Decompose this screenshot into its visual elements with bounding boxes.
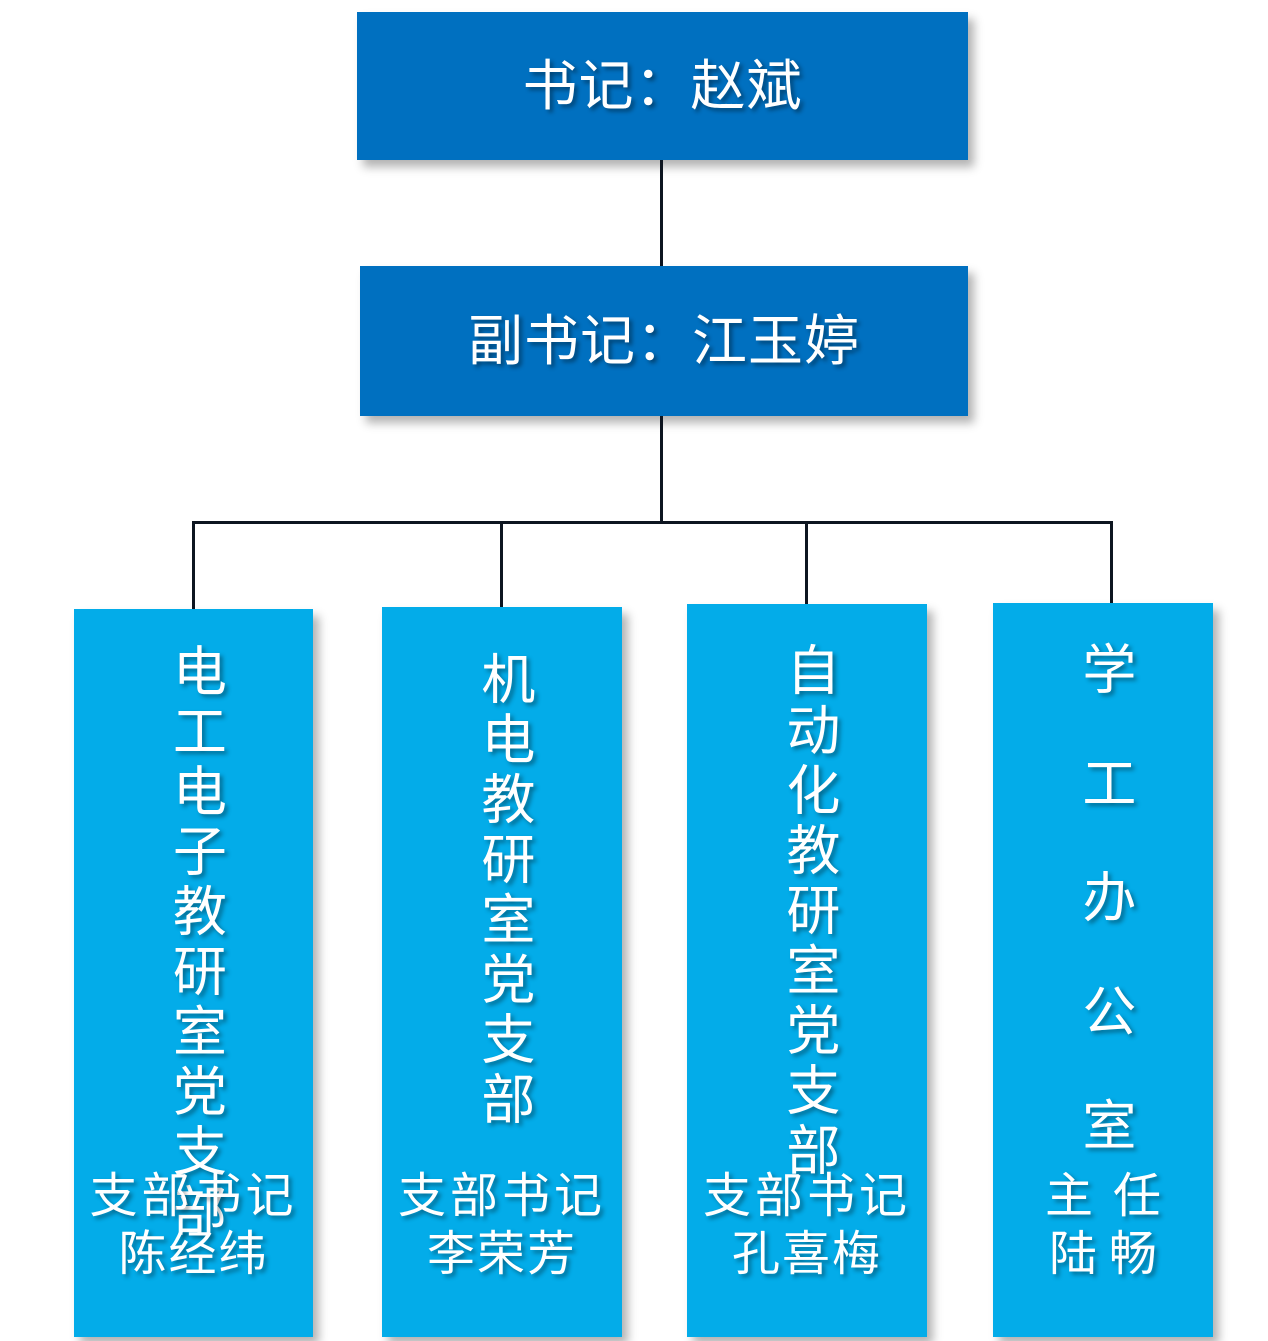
node-secretary[interactable]: 书记：赵斌 bbox=[357, 12, 968, 160]
connector-secretary-to-deputy bbox=[660, 160, 663, 267]
dept-electrical-footer-role: 支部书记 bbox=[89, 1169, 298, 1223]
dept-automation-footer-name: 孔喜梅 bbox=[731, 1228, 882, 1282]
dept-mechatronics-footer-name: 李荣芳 bbox=[426, 1228, 577, 1282]
dept-student-affairs-footer: 主任 陆畅 bbox=[993, 1168, 1213, 1285]
dept-student-affairs-footer-role: 主任 bbox=[1044, 1169, 1181, 1223]
dept-mechatronics-footer: 支部书记 李荣芳 bbox=[382, 1168, 622, 1285]
connector-drop-dept-4 bbox=[1110, 521, 1113, 604]
node-dept-automation[interactable]: 自动化教研室党支部 支部书记 孔喜梅 bbox=[687, 604, 927, 1337]
node-deputy-secretary-label: 副书记：江玉婷 bbox=[467, 309, 860, 372]
connector-drop-dept-3 bbox=[805, 521, 808, 604]
dept-electrical-footer: 支部书记 陈经纬 bbox=[74, 1168, 313, 1285]
node-deputy-secretary[interactable]: 副书记：江玉婷 bbox=[360, 266, 968, 416]
dept-mechatronics-vertical-label: 机电教研室党支部 bbox=[472, 651, 533, 1131]
dept-automation-footer-role: 支部书记 bbox=[702, 1169, 911, 1223]
dept-automation-vertical-label: 自动化教研室党支部 bbox=[777, 642, 838, 1182]
node-secretary-label: 书记：赵斌 bbox=[522, 54, 803, 117]
connector-drop-dept-2 bbox=[500, 521, 503, 610]
node-dept-electrical[interactable]: 电工电子教研室党支部 支部书记 陈经纬 bbox=[74, 609, 313, 1337]
dept-student-affairs-vertical-label: 学工办公室 bbox=[1073, 641, 1134, 1211]
connector-drop-dept-1 bbox=[192, 521, 195, 610]
connector-deputy-stem bbox=[660, 416, 663, 523]
dept-student-affairs-footer-name: 陆畅 bbox=[1048, 1228, 1169, 1282]
dept-automation-footer: 支部书记 孔喜梅 bbox=[687, 1168, 927, 1285]
dept-electrical-footer-name: 陈经纬 bbox=[118, 1228, 269, 1282]
connector-horizontal-bus bbox=[192, 521, 1113, 524]
dept-electrical-vertical-label: 电工电子教研室党支部 bbox=[164, 643, 225, 1243]
dept-mechatronics-footer-role: 支部书记 bbox=[397, 1169, 606, 1223]
node-dept-mechatronics[interactable]: 机电教研室党支部 支部书记 李荣芳 bbox=[382, 607, 622, 1337]
node-dept-student-affairs[interactable]: 学工办公室 主任 陆畅 bbox=[993, 603, 1213, 1337]
